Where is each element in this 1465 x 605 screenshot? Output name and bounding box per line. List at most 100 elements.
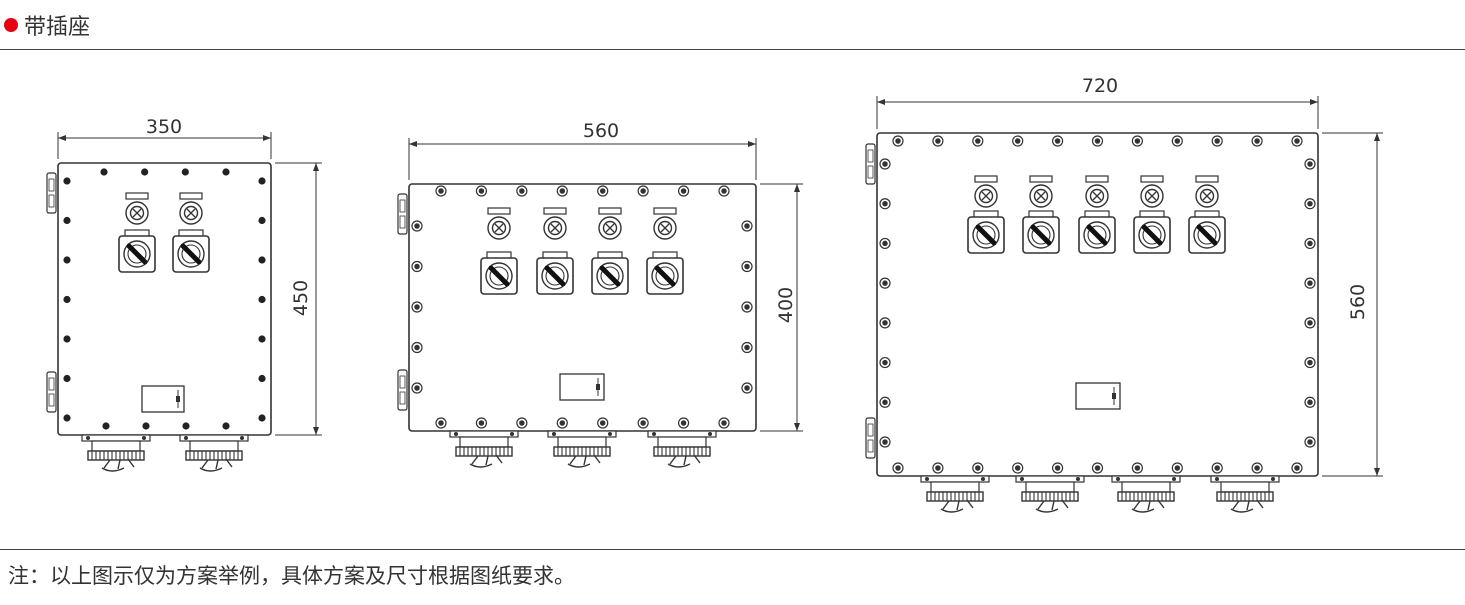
bolt-core <box>519 420 525 426</box>
socket-flange <box>920 475 990 483</box>
socket-body <box>91 440 141 452</box>
switch-handle <box>544 265 566 287</box>
bolt-core <box>1307 399 1313 406</box>
bolt-core <box>414 385 420 391</box>
bolt-core <box>1294 465 1300 471</box>
width-label: 560 <box>583 120 619 142</box>
bolt-core <box>414 263 420 270</box>
enclosure-body <box>397 138 803 468</box>
bolt-core <box>1094 465 1101 471</box>
nameplate-icon <box>179 192 203 200</box>
arrow-head <box>313 163 319 171</box>
socket-body <box>189 440 239 452</box>
hinge-pin <box>48 178 55 192</box>
flange-screw <box>142 436 146 440</box>
bolt-core <box>744 385 750 391</box>
bolt-core <box>1307 200 1313 207</box>
window-latch <box>1112 393 1116 399</box>
dimension-width: 720 <box>1082 75 1118 97</box>
flange-screw <box>1271 477 1275 481</box>
socket-flange <box>647 430 717 438</box>
bolt-icon <box>63 374 71 383</box>
bolt-icon <box>63 295 71 304</box>
hinge-pin <box>48 377 55 391</box>
socket-cap-ring <box>667 463 691 468</box>
socket-body <box>1025 481 1075 493</box>
bolt-core <box>1307 240 1313 247</box>
bolt-icon <box>222 422 230 430</box>
bolt-icon <box>182 422 190 430</box>
bolt-core <box>1134 465 1141 471</box>
bolt-core <box>1054 138 1061 144</box>
hinge-pin <box>867 165 874 179</box>
bolt-core <box>478 188 485 194</box>
bottom-divider <box>0 549 1465 550</box>
hinge-pin <box>867 439 874 453</box>
indicator-cross <box>660 223 670 233</box>
bolt-core <box>1014 138 1021 144</box>
bolt-core <box>1307 280 1313 286</box>
flange-screw <box>981 477 985 481</box>
bolt-core <box>640 188 646 194</box>
indicator-cross <box>1202 191 1212 201</box>
bolt-icon <box>63 335 71 343</box>
flange-screw <box>1020 477 1024 481</box>
flange-screw <box>454 432 458 436</box>
panel-box-5: 720 560 <box>865 75 1383 513</box>
bolt-core <box>559 420 566 426</box>
bolt-icon <box>181 168 189 176</box>
socket-cap-ring <box>199 467 223 472</box>
switch-handle <box>1141 224 1163 246</box>
arrow-head <box>313 427 319 435</box>
socket-cover-chain <box>1232 499 1264 511</box>
hinge-pin <box>399 199 406 213</box>
socket-flange <box>547 430 617 438</box>
bolt-core <box>1094 138 1101 144</box>
bolt-core <box>1307 161 1313 167</box>
bolt-core <box>414 304 420 310</box>
bolt-core <box>680 420 687 426</box>
bolt-core <box>1307 320 1313 326</box>
socket-cover-chain <box>201 458 233 470</box>
bolt-core <box>1214 138 1220 144</box>
arrow-head <box>1374 133 1380 141</box>
indicator-cross <box>132 208 142 218</box>
bolt-core <box>721 188 727 194</box>
bolt-icon <box>258 414 266 422</box>
arrow-head <box>263 135 271 141</box>
switch-handle <box>1196 224 1218 246</box>
bolt-core <box>935 138 941 144</box>
footnote: 注：以上图示仅为方案举例，具体方案及尺寸根据图纸要求。 <box>8 564 575 588</box>
arrow-head <box>58 135 66 141</box>
bolt-core <box>680 188 687 194</box>
nameplate-icon <box>653 207 677 215</box>
width-label: 720 <box>1082 75 1118 97</box>
hinge-pin <box>867 149 874 163</box>
socket-body <box>557 436 607 448</box>
bolt-core <box>895 138 901 144</box>
bolt-core <box>1214 465 1220 471</box>
arrow-head <box>1374 468 1380 476</box>
bolt-core <box>882 439 888 445</box>
bolt-core <box>882 399 888 406</box>
nameplate-icon <box>598 207 622 215</box>
switch-handle <box>599 265 621 287</box>
bolt-core <box>721 420 727 426</box>
bolt-core <box>599 420 606 426</box>
bolt-core <box>882 161 888 167</box>
panel-box-2: 350 450 <box>46 116 322 472</box>
arrow-head <box>794 184 800 192</box>
bolt-core <box>935 465 941 471</box>
bolt-core <box>414 223 420 229</box>
bolt-core <box>438 420 444 426</box>
indicator-cross <box>981 191 991 201</box>
socket-cover-chain <box>569 454 601 466</box>
socket-flange <box>81 434 151 442</box>
flange-screw <box>552 432 556 436</box>
flange-screw <box>1116 477 1120 481</box>
arrow-head <box>748 141 756 147</box>
hinge-pin <box>399 375 406 389</box>
switch-handle <box>1030 224 1052 246</box>
nameplate-icon <box>543 207 567 215</box>
